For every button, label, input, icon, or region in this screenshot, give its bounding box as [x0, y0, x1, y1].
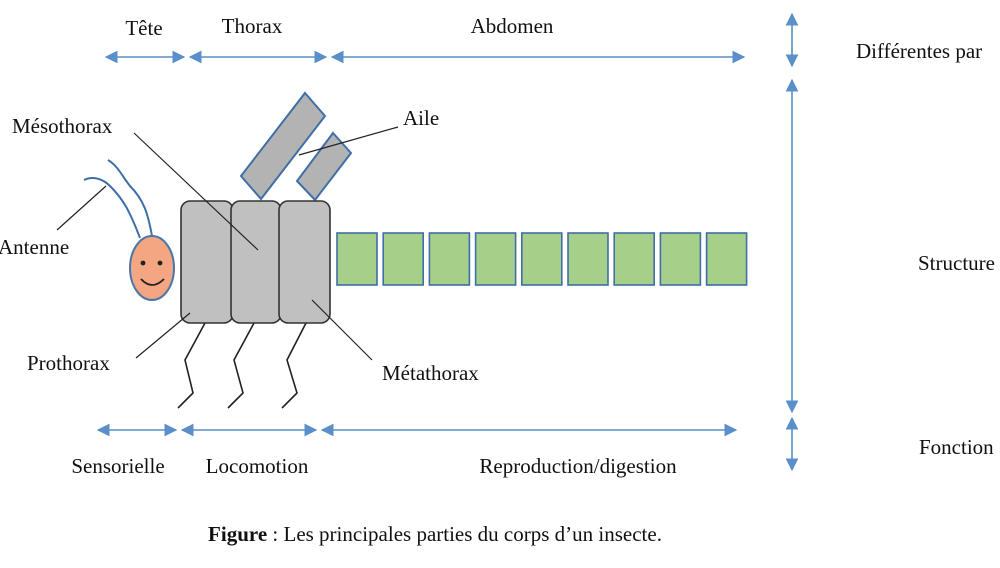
- callout-antenna: [56, 185, 107, 231]
- region-label-abdomen: Abdomen: [471, 14, 554, 38]
- wings: [239, 91, 353, 202]
- label-antenna: Antenne: [0, 235, 69, 259]
- region-label-thorax: Thorax: [222, 14, 283, 38]
- label-wing: Aile: [403, 106, 439, 130]
- leg-front: [177, 322, 206, 409]
- abdomen-segment: [520, 232, 563, 286]
- head-smile: [140, 278, 165, 286]
- insect-head: [129, 235, 175, 301]
- abdomen-segment: [382, 232, 425, 286]
- label-mesothorax: Mésothorax: [12, 114, 113, 138]
- level-label-structure: Structure: [918, 251, 995, 275]
- function-label-sensory: Sensorielle: [71, 454, 164, 478]
- level-label-function: Fonction: [919, 435, 994, 459]
- callout-mesothorax: [133, 132, 259, 251]
- level-label-parts: Différentes par: [856, 39, 982, 63]
- antenna-right: [107, 159, 153, 237]
- label-metathorax: Métathorax: [382, 361, 479, 385]
- callout-lines: [56, 126, 399, 361]
- abdomen-segment: [659, 232, 702, 286]
- abdomen-segment: [428, 232, 471, 286]
- figure-caption: Figure : Les principales parties du corp…: [208, 522, 662, 546]
- abdomen-segment: [567, 232, 609, 286]
- legs: [177, 322, 307, 409]
- callout-metathorax: [311, 299, 373, 361]
- antenna-left: [83, 177, 141, 239]
- wing-large: [239, 91, 327, 201]
- callout-wing: [298, 126, 399, 156]
- segment-metathorax: [278, 200, 331, 324]
- abdomen-segments: [336, 232, 748, 286]
- caption-bold: Figure: [208, 522, 267, 546]
- abdomen-segment: [613, 232, 656, 286]
- leg-hind: [281, 322, 307, 409]
- abdomen-segment: [474, 232, 517, 286]
- abdomen-segment: [705, 232, 748, 286]
- leg-middle: [227, 322, 255, 409]
- callout-prothorax: [135, 312, 191, 359]
- thorax-segments: [180, 200, 331, 324]
- label-prothorax: Prothorax: [27, 351, 110, 375]
- segment-mesothorax: [230, 200, 282, 324]
- head-eye-right: [157, 260, 163, 266]
- wing-small: [295, 131, 353, 202]
- caption-text: : Les principales parties du corps d’un …: [267, 522, 662, 546]
- head-shape: [129, 235, 175, 301]
- region-label-head: Tête: [125, 16, 162, 40]
- head-eye-left: [140, 260, 146, 266]
- function-label-reproduction: Reproduction/digestion: [479, 454, 677, 478]
- function-label-locomotion: Locomotion: [206, 454, 309, 478]
- abdomen-segment: [336, 232, 378, 286]
- antennae: [83, 159, 153, 239]
